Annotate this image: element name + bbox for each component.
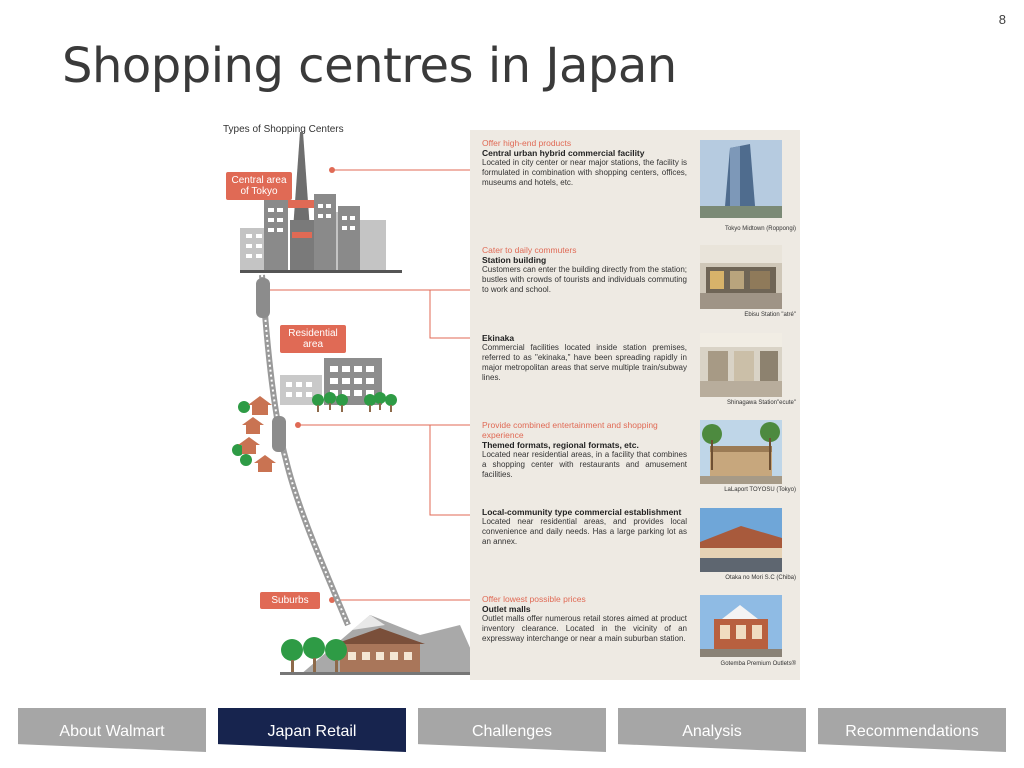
entry-ekinaka: Ekinaka Commercial facilities located in… [482,333,687,383]
entry-title: Station building [482,255,547,265]
photo-caption: LaLaport TOYOSU (Tokyo) [724,487,796,493]
entry-description: Located in city center or near major sta… [482,158,687,187]
entry-outlet-malls: Offer lowest possible prices Outlet mall… [482,594,687,644]
entry-description: Located near residential areas, in a fac… [482,450,687,479]
region-label-central-tokyo: Central area of Tokyo [226,172,292,200]
photo-shinagawa-station [700,333,782,397]
region-label-residential: Residential area [280,325,346,353]
photo-tokyo-midtown [700,140,782,218]
shopping-centers-figure: Types of Shopping Centers [220,120,802,682]
entry-tagline: Offer lowest possible prices [482,594,586,604]
entry-themed-formats: Provide combined entertainment and shopp… [482,420,687,480]
entry-description: Located near residential areas, and prov… [482,517,687,546]
photo-caption: Shinagawa Station"ecute" [727,400,796,406]
figure-caption: Types of Shopping Centers [223,124,344,135]
nav-tab-recommendations[interactable]: Recommendations [818,708,1006,752]
entry-title: Central urban hybrid commercial facility [482,148,645,158]
nav-tab-analysis[interactable]: Analysis [618,708,806,752]
photo-lalaport-toyosu [700,420,782,484]
photo-caption: Ebisu Station "atré" [744,312,796,318]
photo-ebisu-station [700,245,782,309]
entry-tagline: Offer high-end products [482,138,572,148]
page-title: Shopping centres in Japan [62,38,677,94]
region-label-suburbs: Suburbs [260,592,320,609]
entry-title: Ekinaka [482,333,515,343]
entry-title: Themed formats, regional formats, etc. [482,440,639,450]
entry-title: Outlet malls [482,604,531,614]
nav-tab-challenges[interactable]: Challenges [418,708,606,752]
city-to-suburb-illustration [232,132,492,675]
photo-caption: Gotemba Premium Outlets® [720,661,796,667]
photo-caption: Tokyo Midtown (Roppongi) [724,226,796,232]
entry-title: Local-community type commercial establis… [482,507,682,517]
entry-local-community: Local-community type commercial establis… [482,507,687,547]
entry-tagline: Cater to daily commuters [482,245,577,255]
entry-tagline: Provide combined entertainment and shopp… [482,420,658,440]
section-nav: About Walmart Japan Retail Challenges An… [18,708,1008,756]
entry-description: Commercial facilities located inside sta… [482,343,687,382]
entry-station-building: Cater to daily commuters Station buildin… [482,245,687,295]
nav-tab-japan-retail[interactable]: Japan Retail [218,708,406,752]
photo-otaka-no-mori [700,508,782,572]
nav-tab-about-walmart[interactable]: About Walmart [18,708,206,752]
entry-description: Outlet malls offer numerous retail store… [482,614,687,643]
entry-description: Customers can enter the building directl… [482,265,687,294]
entry-central-urban: Offer high-end products Central urban hy… [482,138,687,188]
page-number: 8 [998,12,1006,27]
photo-gotemba-outlets [700,595,782,657]
photo-caption: Otaka no Mori S.C (Chiba) [725,575,796,581]
